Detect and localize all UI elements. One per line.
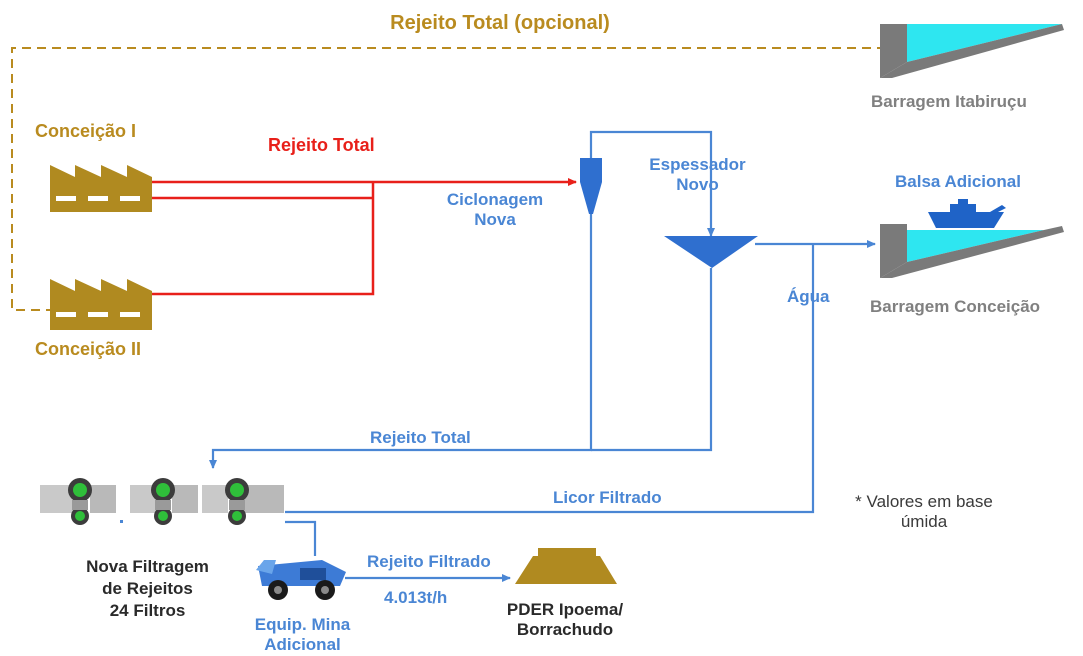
mine-equipment-label-line1: Equip. Mina (254, 615, 351, 634)
water-label: Água (787, 287, 830, 306)
cyclone-label: Ciclonagem Nova (425, 190, 565, 229)
filtration-label-line3: 24 Filtros (109, 601, 186, 621)
factory-conceicao-1-icon (50, 165, 152, 212)
conceicao-2-label: Conceição II (35, 339, 142, 359)
thickener-label-line1: Espessador (649, 155, 746, 174)
barge-icon (928, 199, 1006, 228)
dam-itabirucu-icon (880, 24, 1064, 78)
filtration-label-line1: Nova Filtragem (86, 557, 209, 576)
factory-conceicao-2-icon (50, 279, 152, 330)
red-tailings-lines (152, 178, 577, 296)
pder-label-line1: PDER Ipoema/ (506, 600, 624, 619)
filter-press-icon-2 (130, 478, 198, 525)
thickener-label-line2: Novo (676, 174, 719, 194)
barge-label: Balsa Adicional (895, 172, 1021, 191)
filtration-label-line2: de Rejeitos (102, 579, 193, 599)
cyclone-icon (580, 158, 602, 214)
stockpile-icon (515, 548, 617, 584)
pder-label: PDER Ipoema/ Borrachudo (495, 600, 635, 639)
pder-label-line2: Borrachudo (516, 619, 614, 639)
red-tailings-label: Rejeito Total (268, 135, 375, 155)
conceicao-1-label: Conceição I (35, 121, 137, 141)
thickener-label: Espessador Novo (640, 155, 755, 194)
flow-rate-label: 4.013t/h (384, 588, 448, 607)
filter-press-icon-3 (202, 478, 284, 525)
wet-basis-note-line1: * Valores em base (855, 492, 993, 511)
mine-equipment-label-line2: Adicional (264, 634, 341, 654)
dam-conceicao-icon (880, 224, 1064, 278)
filter-separator-dot (120, 520, 123, 523)
cyclone-label-line2: Nova (474, 209, 516, 229)
optional-tailings-line (11, 47, 880, 311)
haul-truck-icon (256, 560, 346, 600)
filtration-label: Nova Filtragem de Rejeitos 24 Filtros (70, 556, 225, 622)
blue-process-lines (209, 130, 876, 582)
mine-equipment-label: Equip. Mina Adicional (235, 615, 370, 654)
thickener-icon (664, 236, 758, 268)
filtered-tailings-label: Rejeito Filtrado (367, 552, 491, 571)
dam-itabirucu-label: Barragem Itabiruçu (871, 92, 1027, 111)
cyclone-label-line1: Ciclonagem (446, 190, 544, 209)
filter-press-icon-1 (40, 478, 116, 525)
dam-conceicao-label: Barragem Conceição (870, 297, 1041, 316)
optional-tailings-label: Rejeito Total (opcional) (390, 12, 610, 34)
wet-basis-note-line2: úmida (900, 512, 948, 532)
blue-tailings-label: Rejeito Total (370, 428, 471, 447)
wet-basis-note: * Valores em base úmida (840, 492, 1008, 533)
filtrate-label: Licor Filtrado (553, 488, 662, 507)
